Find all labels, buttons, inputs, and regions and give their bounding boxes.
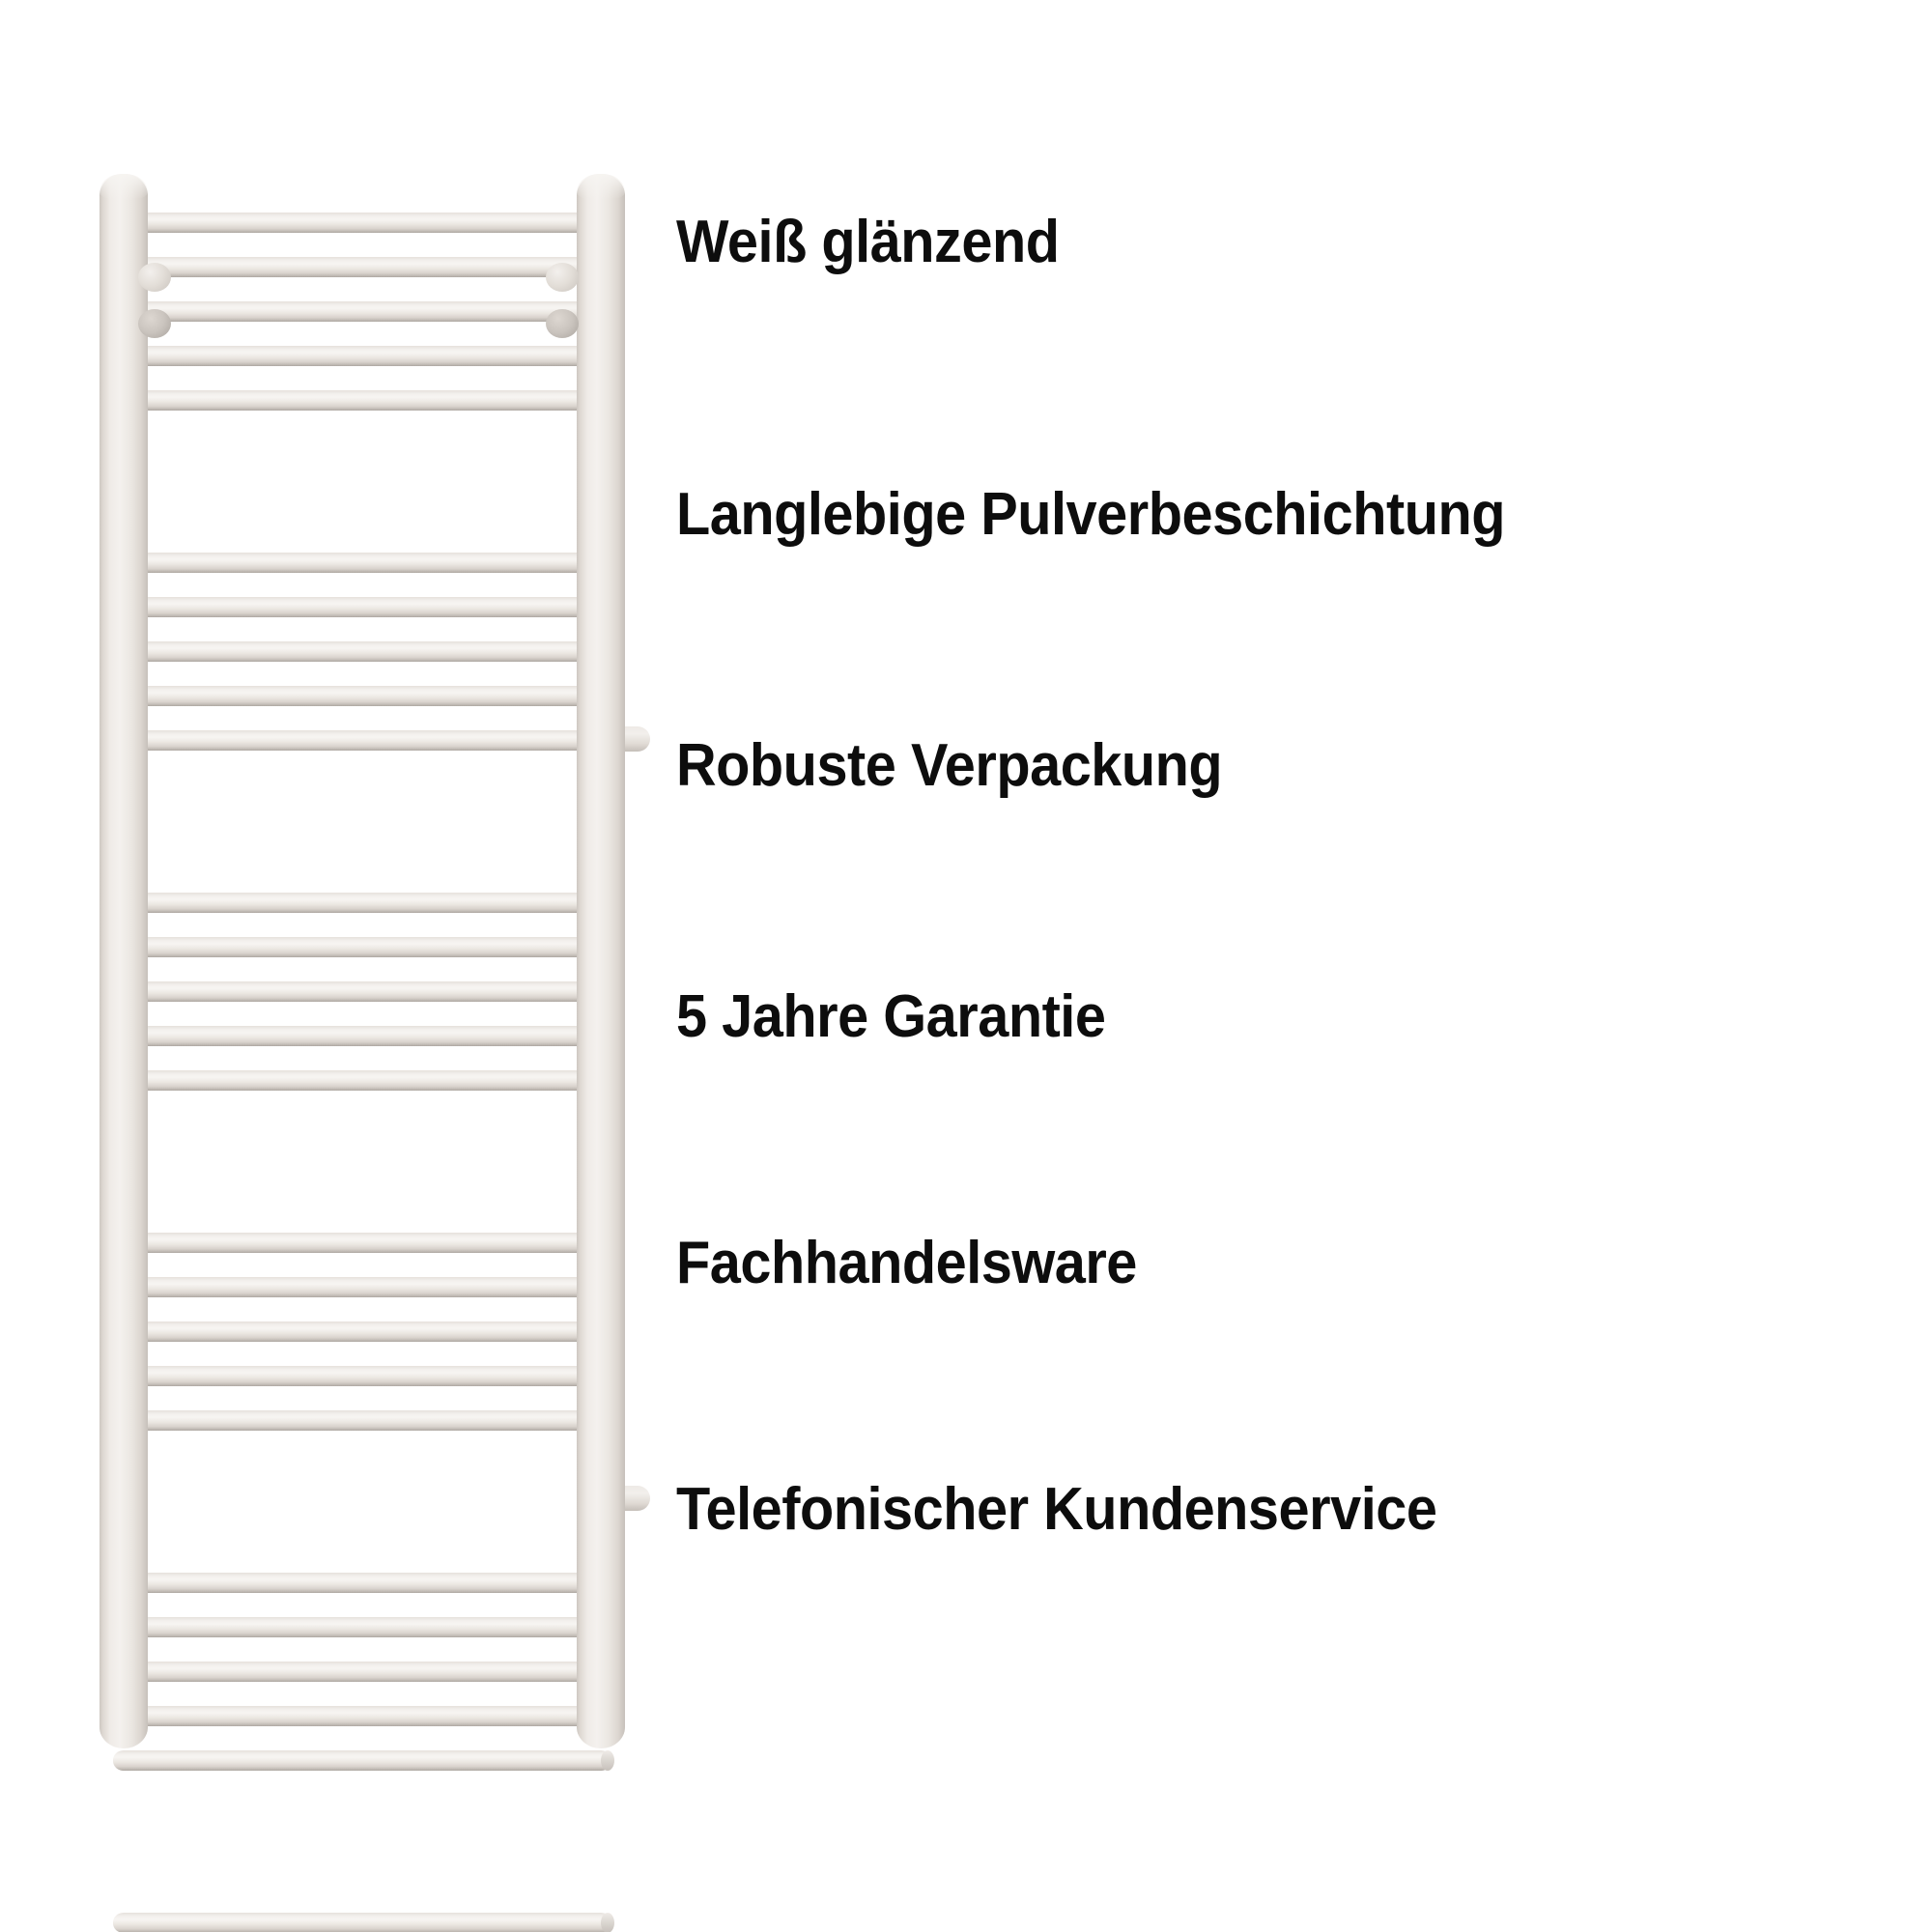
- radiator-rung: [113, 257, 614, 277]
- feature-label-pulverbeschichtung: Langlebige Pulverbeschichtung: [676, 481, 1505, 548]
- radiator-rung: [113, 346, 614, 366]
- radiator-rung: [113, 1366, 614, 1386]
- radiator-rung: [113, 937, 614, 957]
- radiator-rung: [113, 1573, 614, 1593]
- feature-item-1: Langlebige Pulverbeschichtung: [676, 483, 1932, 546]
- radiator-right-rail: [577, 174, 625, 1748]
- radiator-left-rail: [99, 174, 148, 1748]
- radiator-rung: [113, 1233, 614, 1253]
- radiator-wall-bracket: [546, 263, 579, 292]
- feature-item-4: Fachhandelsware: [676, 1232, 1932, 1294]
- feature-item-2: Robuste Verpackung: [676, 734, 1932, 797]
- radiator-rung: [113, 1070, 614, 1091]
- radiator-rung: [113, 1410, 614, 1431]
- radiator-rung: [113, 981, 614, 1002]
- feature-label-verpackung: Robuste Verpackung: [676, 732, 1223, 799]
- radiator-rung: [113, 1913, 614, 1932]
- feature-label-weiss-glaenzend: Weiß glänzend: [676, 209, 1060, 275]
- radiator-rung: [113, 730, 614, 751]
- radiator-rung: [113, 301, 614, 322]
- towel-radiator-illustration: [92, 174, 650, 1932]
- radiator-rung: [113, 893, 614, 913]
- radiator-rung: [113, 1617, 614, 1637]
- radiator-rung: [113, 1321, 614, 1342]
- radiator-wall-bracket: [546, 309, 579, 338]
- radiator-rung: [113, 641, 614, 662]
- radiator-rung: [113, 553, 614, 573]
- radiator-wall-bracket: [138, 309, 171, 338]
- feature-label-garantie: 5 Jahre Garantie: [676, 983, 1106, 1050]
- radiator-rung: [113, 390, 614, 411]
- radiator-rung: [113, 213, 614, 233]
- radiator-rung: [113, 1277, 614, 1297]
- feature-label-kundenservice: Telefonischer Kundenservice: [676, 1476, 1437, 1543]
- radiator-rung: [113, 1026, 614, 1046]
- feature-label-fachhandelsware: Fachhandelsware: [676, 1230, 1137, 1296]
- radiator-rung: [113, 1706, 614, 1726]
- radiator-rung: [113, 1662, 614, 1682]
- radiator-rung: [113, 1750, 614, 1771]
- feature-item-5: Telefonischer Kundenservice: [676, 1478, 1932, 1541]
- radiator-rung: [113, 686, 614, 706]
- radiator-wall-bracket: [138, 263, 171, 292]
- feature-item-3: 5 Jahre Garantie: [676, 985, 1932, 1048]
- feature-item-0: Weiß glänzend: [676, 211, 1932, 273]
- product-image: [0, 0, 676, 1932]
- feature-list: Weiß glänzend Langlebige Pulverbeschicht…: [676, 0, 1932, 1932]
- radiator-rung: [113, 597, 614, 617]
